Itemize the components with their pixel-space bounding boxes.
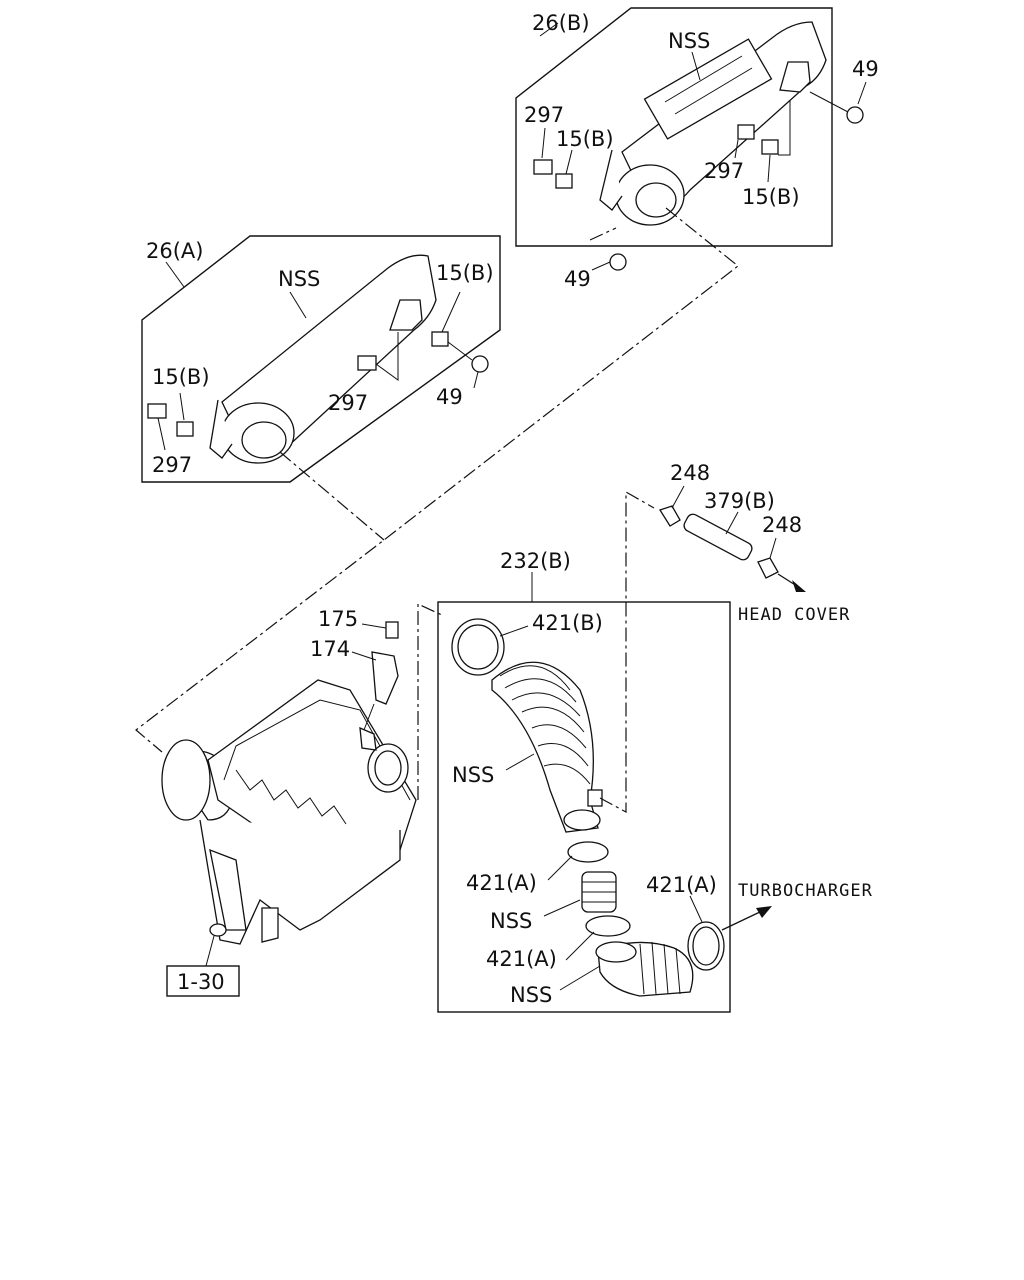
label-421a-2: 421(A) [486, 947, 557, 971]
group-232b [437, 572, 731, 1013]
label-421b: 421(B) [532, 611, 603, 635]
connection-lines [135, 207, 739, 814]
label-248-right: 248 [762, 513, 802, 537]
label-nss-mid: NSS [490, 909, 532, 933]
ref-box-1-30 [166, 965, 240, 997]
label-49-b-bottom: 49 [564, 267, 591, 291]
nut-49-a [471, 355, 489, 373]
nut-15b-b-left [555, 173, 573, 189]
group-26b [515, 7, 867, 271]
nut-15b-a-right [431, 331, 449, 347]
bolt-297-a-left [147, 403, 167, 419]
label-232b: 232(B) [500, 549, 571, 573]
arrow-head-cover [792, 580, 806, 592]
label-297-b-left: 297 [524, 103, 564, 127]
label-26a: 26(A) [146, 239, 203, 263]
label-297-b-right: 297 [704, 159, 744, 183]
label-nss-a: NSS [278, 267, 320, 291]
intake-duct-26a [209, 254, 437, 464]
clamp-421a-2 [585, 915, 631, 937]
clip-248-right [757, 557, 779, 579]
label-297-a-left: 297 [152, 453, 192, 477]
labels: 26(B) NSS 49 297 15(B) 297 15(B) 49 26(A… [146, 11, 879, 1007]
label-ref-1-30: 1-30 [177, 970, 225, 994]
label-297-a-mid: 297 [328, 391, 368, 415]
bolt-297-a-mid [357, 355, 377, 371]
sensor-174 [371, 651, 399, 705]
intake-hose-upper [491, 661, 603, 833]
bolt-297-b-right [737, 124, 755, 140]
nut-49-b-bottom [609, 253, 627, 271]
hose-joint-nss [581, 871, 617, 913]
intake-hose-lower [595, 941, 694, 997]
label-nss-b: NSS [668, 29, 710, 53]
label-nss-low: NSS [510, 983, 552, 1007]
label-15b-a-right: 15(B) [436, 261, 494, 285]
label-421a-3: 421(A) [646, 873, 717, 897]
label-421a-1: 421(A) [466, 871, 537, 895]
label-174: 174 [310, 637, 350, 661]
label-49-a: 49 [436, 385, 463, 409]
nut-49-b-top [846, 106, 864, 124]
pipe-379b [683, 513, 753, 561]
clip-248-top [659, 505, 681, 527]
label-49-b-top: 49 [852, 57, 879, 81]
label-15b-a-left: 15(B) [152, 365, 210, 389]
nut-15b-a-left [176, 421, 194, 437]
intake-duct-26b [599, 21, 827, 226]
pcv-pipe-group [659, 485, 806, 931]
screw-175 [385, 621, 399, 639]
label-15b-b-left: 15(B) [556, 127, 614, 151]
group-26a-frame [141, 235, 501, 483]
group-26b-frame [515, 7, 833, 247]
label-379b: 379(B) [704, 489, 775, 513]
group-26a [141, 235, 501, 483]
group-232b-frame [437, 601, 731, 1013]
bolt-297-b-left [533, 159, 553, 175]
air-cleaner-assembly [161, 621, 417, 997]
label-248-top: 248 [670, 461, 710, 485]
nut-15b-b-right [761, 139, 779, 155]
label-head-cover: HEAD COVER [738, 605, 850, 625]
clamp-421a-1 [567, 841, 609, 863]
label-26b: 26(B) [532, 11, 590, 35]
label-turbocharger: TURBOCHARGER [738, 881, 873, 901]
arrow-turbocharger [756, 906, 772, 918]
label-15b-b-right: 15(B) [742, 185, 800, 209]
label-175: 175 [318, 607, 358, 631]
label-nss-hose: NSS [452, 763, 494, 787]
